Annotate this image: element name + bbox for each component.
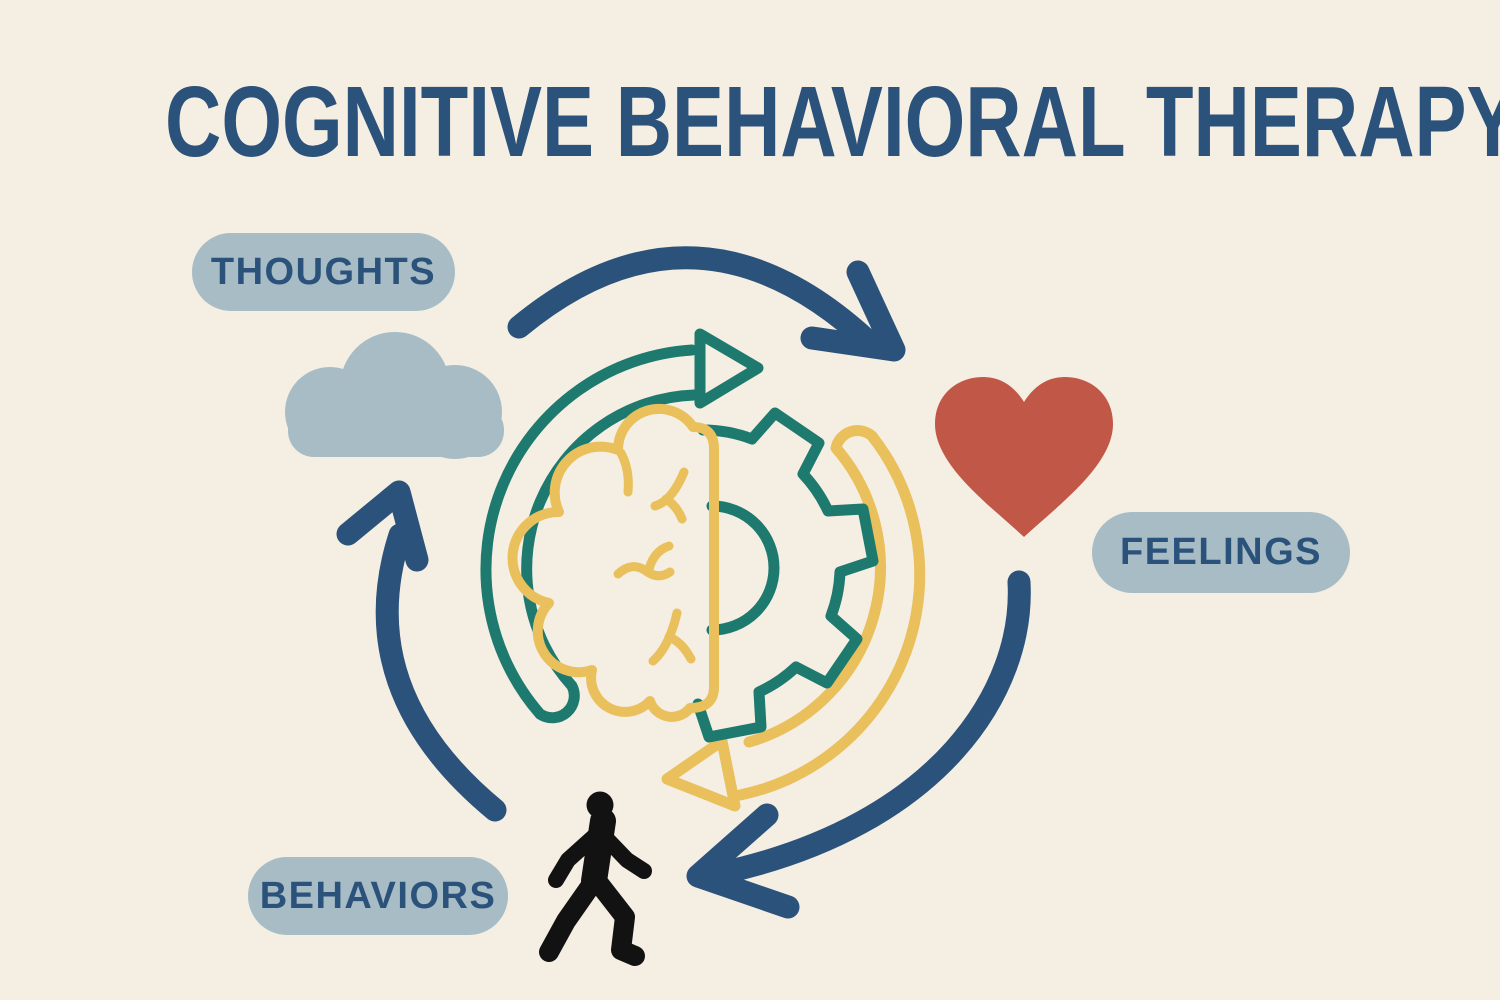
- gear-half-icon: [692, 407, 879, 743]
- behaviors-label-pill: BEHAVIORS: [248, 857, 508, 935]
- behaviors-label: BEHAVIORS: [259, 874, 497, 917]
- cycle-arrow-top-icon: [507, 246, 906, 362]
- feelings-label: FEELINGS: [1119, 531, 1323, 573]
- brain-fold-squiggles: [613, 448, 696, 666]
- cloud-icon: [285, 332, 504, 459]
- brain-half-icon: [507, 403, 719, 722]
- feelings-label-pill: FEELINGS: [1092, 512, 1350, 593]
- thoughts-label: THOUGHTS: [210, 250, 437, 293]
- inner-arrow-yellow-icon: [661, 425, 926, 812]
- brain-gear-icon: [507, 403, 879, 743]
- walking-person-icon: [539, 791, 652, 966]
- cycle-arrow-right-icon: [686, 570, 1031, 919]
- cycle-arrow-left-icon: [336, 480, 507, 822]
- thoughts-label-pill: THOUGHTS: [192, 233, 455, 311]
- page-title: COGNITIVE BEHAVIORAL THERAPY: [165, 66, 1500, 178]
- heart-icon: [935, 377, 1113, 537]
